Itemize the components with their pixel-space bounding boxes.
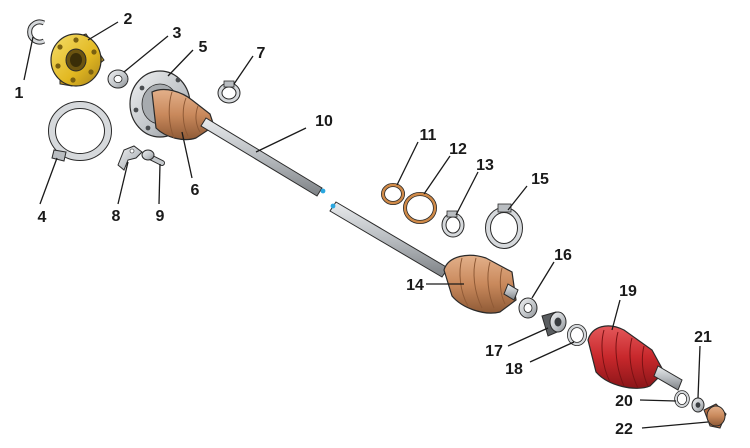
leader-lines xyxy=(23,21,709,429)
callout-22: 22 xyxy=(615,421,633,438)
part-11-o-ring xyxy=(381,183,405,205)
part-2-flange-hub xyxy=(50,33,105,87)
part-3-washer xyxy=(107,69,129,89)
callout-3: 3 xyxy=(173,25,182,42)
part-22-cap-nut xyxy=(703,403,727,429)
part-10-drive-shaft xyxy=(200,117,449,278)
callout-17: 17 xyxy=(485,343,503,360)
part-15-clamp-band xyxy=(485,203,523,249)
part-8-lock-plate xyxy=(117,145,143,171)
part-12-o-ring xyxy=(403,192,437,224)
callout-18: 18 xyxy=(505,361,523,378)
callout-2: 2 xyxy=(124,11,133,28)
callout-7: 7 xyxy=(257,45,266,62)
part-13-small-clamp xyxy=(441,210,465,238)
callout-4: 4 xyxy=(38,209,47,226)
callout-5: 5 xyxy=(199,39,208,56)
part-21-washer xyxy=(691,397,705,413)
part-19-cv-boot xyxy=(587,325,683,391)
part-14-cv-boot xyxy=(443,254,519,314)
part-9-bolt xyxy=(141,149,165,166)
callout-1: 1 xyxy=(15,85,24,102)
part-1-circlip xyxy=(27,19,46,45)
callout-21: 21 xyxy=(694,329,712,346)
callout-20: 20 xyxy=(615,393,633,410)
callout-19: 19 xyxy=(619,283,637,300)
part-20-ring xyxy=(674,390,690,408)
callout-13: 13 xyxy=(476,157,494,174)
part-6-cv-boot xyxy=(151,88,215,141)
callout-10: 10 xyxy=(315,113,333,130)
callout-numbers: 1 2 3 5 7 10 6 4 8 9 11 12 13 15 14 16 1… xyxy=(15,11,712,438)
callout-6: 6 xyxy=(191,182,200,199)
callout-9: 9 xyxy=(156,208,165,225)
part-17-bushing xyxy=(541,311,567,337)
part-16-washer xyxy=(518,297,538,319)
part-18-circlip xyxy=(567,324,587,346)
part-7-small-clamp xyxy=(217,80,241,104)
part-4-clamp-band xyxy=(48,101,112,162)
callout-8: 8 xyxy=(112,208,121,225)
callout-14: 14 xyxy=(406,277,424,294)
callout-16: 16 xyxy=(554,247,572,264)
callout-15: 15 xyxy=(531,171,549,188)
callout-12: 12 xyxy=(449,141,467,158)
callout-11: 11 xyxy=(420,127,437,144)
